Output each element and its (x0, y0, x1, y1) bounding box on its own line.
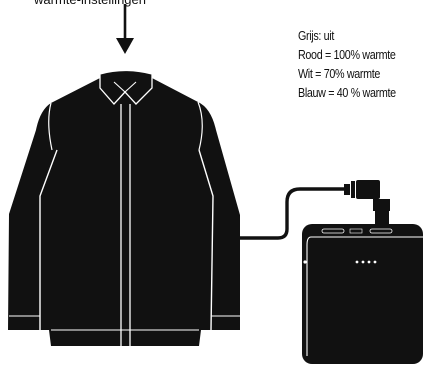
battery-indicator-led-3 (368, 261, 371, 264)
battery-indicator-led-4 (374, 261, 377, 264)
legend-red-full-heat: Rood = 100% warmte (298, 46, 406, 65)
heat-level-legend: Grijs: uit Rood = 100% warmte Wit = 70% … (298, 27, 423, 103)
battery-indicator-led-1 (356, 261, 359, 264)
legend-white-medium-heat: Wit = 70% warmte (298, 65, 406, 84)
down-arrow-icon (116, 4, 134, 54)
battery-pack-icon (302, 224, 423, 364)
jacket-body (8, 78, 240, 346)
legend-blue-low-heat: Blauw = 40 % warmte (298, 84, 406, 103)
legend-off: Grijs: uit (298, 27, 406, 46)
battery-indicator-led-2 (362, 261, 365, 264)
heated-jacket (8, 71, 240, 347)
